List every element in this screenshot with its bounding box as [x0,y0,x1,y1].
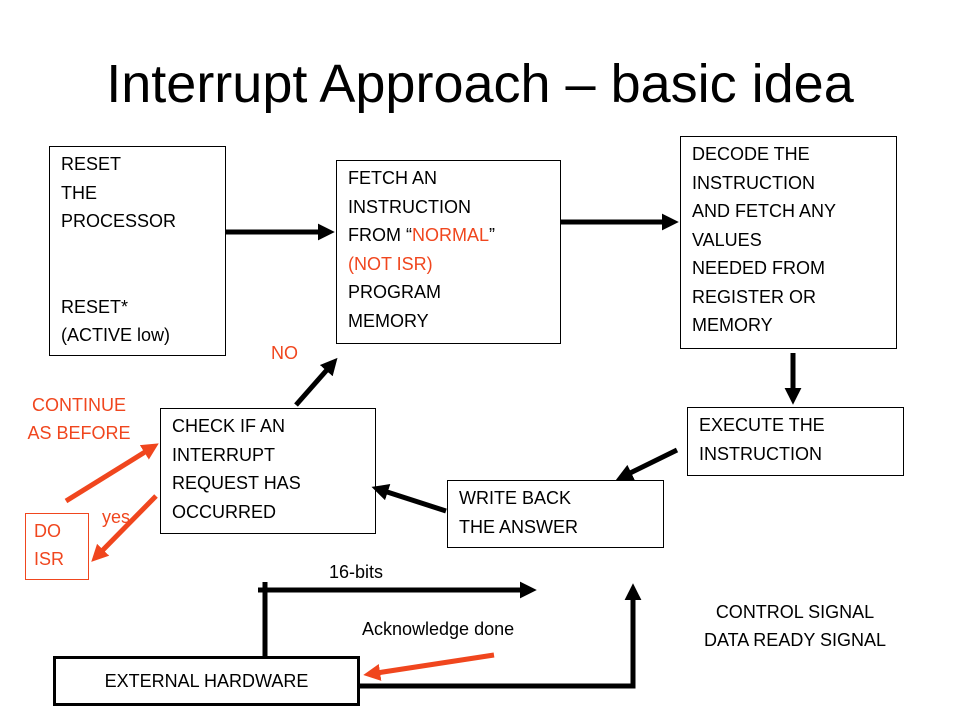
continue-line: CONTINUE [32,395,126,415]
fetch-from-text: FROM “ [348,225,412,245]
control-line: DATA READY SIGNAL [703,630,887,650]
do-isr-box: DO ISR [25,513,89,580]
execute-line: EXECUTE THE [699,415,825,435]
decode-line: DECODE THE [692,144,810,164]
arrow-acknowledge [363,652,495,681]
reset-line: RESET* [61,296,129,317]
bits-label: 16-bits [329,562,384,582]
execute-line: INSTRUCTION [699,443,822,464]
fetch-instruction-box: FETCH AN INSTRUCTION FROM “NORMAL” (NOT … [336,160,561,344]
acknowledge-label: Acknowledge done [362,619,515,639]
check-line: REQUEST HAS [172,473,301,493]
no-label: NO [271,343,298,363]
check-line: INTERRUPT [172,444,275,465]
control-line: CONTROL SIGNAL [715,602,875,622]
arrow-execute-to-writeback [615,447,679,481]
do-isr-line: DO [34,521,61,541]
arrow-check-to-fetch [294,357,338,407]
decode-line: AND FETCH ANY [692,201,837,221]
external-hardware-box: EXTERNAL HARDWARE [53,656,360,706]
continue-label: CONTINUE AS BEFORE [4,391,154,447]
check-line: CHECK IF AN [172,416,286,436]
writeback-line: THE ANSWER [459,516,579,537]
arrow-writeback-to-check [371,484,447,514]
do-isr-line: ISR [34,549,65,569]
write-back-box: WRITE BACK THE ANSWER [447,480,664,548]
execute-instruction-box: EXECUTE THE INSTRUCTION [687,407,904,476]
decode-line: INSTRUCTION [692,172,815,193]
decode-line: REGISTER OR [692,286,817,307]
writeback-line: WRITE BACK [459,488,572,508]
fetch-line: PROGRAM [348,282,442,302]
fetch-line: FETCH AN [348,168,438,188]
reset-processor-box: RESET THE PROCESSOR RESET* (ACTIVE low) [49,146,226,356]
reset-line: PROCESSOR [61,211,177,231]
control-signal-label: CONTROL SIGNAL DATA READY SIGNAL [661,598,929,654]
not-isr-text: (NOT ISR) [348,253,433,274]
decode-line: VALUES [692,229,762,250]
fetch-line: INSTRUCTION [348,196,471,217]
slide-title: Interrupt Approach – basic idea [106,54,854,114]
decode-instruction-box: DECODE THE INSTRUCTION AND FETCH ANY VAL… [680,136,897,349]
decode-line: MEMORY [692,315,773,335]
yes-label: yes [102,507,131,527]
fetch-line: FROM “NORMAL” [348,221,560,250]
fetch-line: MEMORY [348,310,429,331]
reset-line: (ACTIVE low) [61,325,171,345]
fetch-quote-text: ” [489,225,495,245]
reset-line: RESET [61,154,122,174]
continue-line: AS BEFORE [27,423,131,443]
decode-line: NEEDED FROM [692,258,826,278]
arrow-continue-to-check [64,443,159,504]
check-line: OCCURRED [172,501,277,522]
normal-text: NORMAL [411,225,489,245]
reset-line: THE [61,182,97,203]
check-interrupt-box: CHECK IF AN INTERRUPT REQUEST HAS OCCURR… [160,408,376,534]
